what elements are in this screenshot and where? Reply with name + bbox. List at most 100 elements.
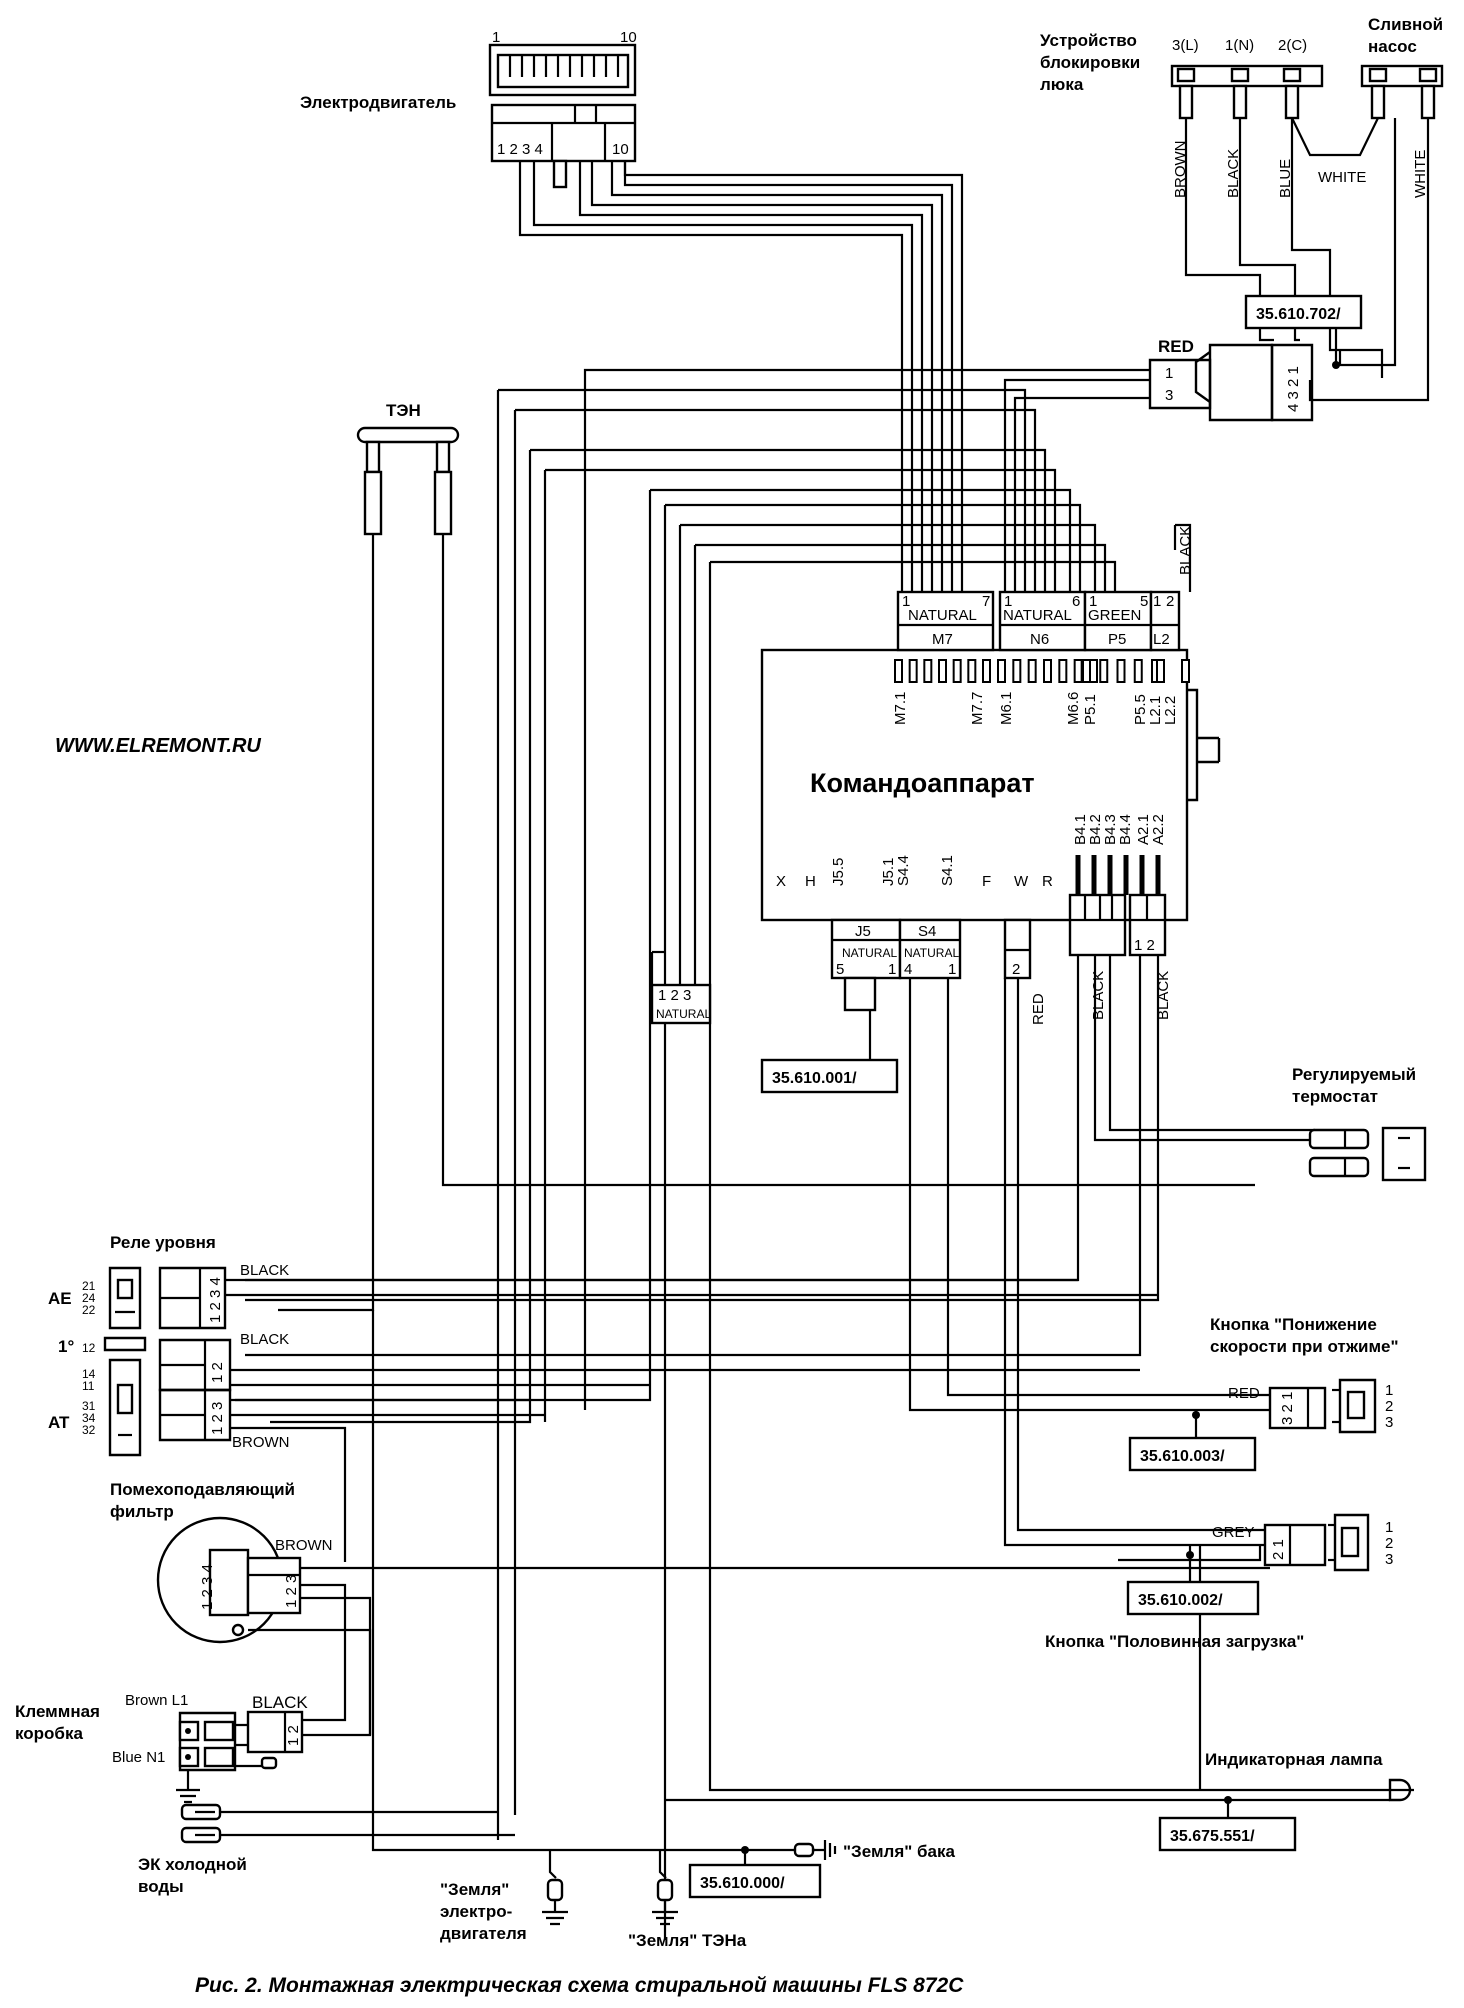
heater-label: ТЭН [386,401,421,420]
pin-label-f: F [982,873,991,890]
wire-label-grey: GREY [1212,1524,1255,1541]
controller: Командоаппарат [760,648,1221,922]
svg-text:1: 1 [1004,593,1012,610]
controller-pin-slot [1012,659,1022,683]
connector-pin-1: 1 [1165,365,1173,382]
grounds: 35.610.000/ "Земля" бака "Земля" электро… [371,1310,955,1950]
motor-pin-last: 10 [620,29,637,46]
svg-text:24: 24 [82,1291,96,1305]
svg-text:1: 1 [1089,593,1097,610]
level-relay-at: AT [48,1413,70,1432]
svg-text:11: 11 [82,1379,95,1393]
spin-button-pins: 3 2 1 [1279,1392,1296,1425]
half-load-pins: 2 1 [1270,1539,1287,1560]
pin-label-w: W [1014,873,1029,890]
heater: ТЭН [356,401,460,536]
svg-text:1 2 3 4: 1 2 3 4 [199,1564,216,1610]
svg-text:2: 2 [1385,1535,1393,1552]
pin-label-p55: P5.5 [1132,694,1149,725]
pin-label-b43: B4.3 [1102,814,1119,845]
svg-text:6: 6 [1072,593,1080,610]
door-lock-label-3: люка [1040,75,1084,94]
wire-label-red-top: RED [1158,337,1194,356]
controller-pin-slot [1027,659,1037,683]
wire-label-black-terminal: BLACK [252,1693,308,1712]
connector-pins-right: 4 3 2 1 [1285,366,1302,412]
svg-text:7: 7 [982,593,990,610]
motor-pins-right: 10 [612,141,629,158]
code-door-filter: 35.610.702/ [1256,306,1341,323]
svg-text:1 2 3: 1 2 3 [209,1402,226,1435]
thermostat: Регулируемый термостат [1292,1065,1427,1182]
ground-motor-label-3: двигателя [440,1924,527,1943]
svg-text:1: 1 [888,961,896,978]
svg-text:P5: P5 [1108,631,1126,648]
svg-text:1: 1 [1153,593,1161,610]
half-load-label: Кнопка "Половинная загрузка" [1045,1632,1304,1651]
connector-pin-3: 3 [1165,387,1173,404]
controller-pin-slot [1089,659,1098,683]
pin-label-b41: B4.1 [1072,814,1089,845]
pin-label-p51: P5.1 [1082,694,1099,725]
wire-label-black-b4: BLACK [1090,971,1107,1020]
pin-label-h: H [805,873,816,890]
svg-text:M7: M7 [932,631,953,648]
terminal-box-label-2: коробка [15,1724,83,1743]
valve-label-2: воды [138,1877,184,1896]
connector-a2-pins: 1 2 [1134,937,1155,954]
drain-pump-label-1: Сливной [1368,15,1443,34]
pin-label-l22: L2.2 [1162,696,1179,725]
motor-wires [518,161,964,592]
controller-pin-slot [1058,659,1068,683]
pin-label-a22: A2.2 [1150,814,1167,845]
door-pump-wires [1184,117,1430,402]
code-ground: 35.610.000/ [700,1875,785,1892]
svg-text:GREEN: GREEN [1088,607,1141,624]
controller-pin-slot [1116,659,1126,683]
pin-label-m61: M6.1 [998,692,1015,725]
controller-pin-slot [908,659,918,683]
svg-text:1: 1 [1385,1382,1393,1399]
pin-label-b42: B4.2 [1087,814,1104,845]
svg-text:1 2: 1 2 [285,1725,302,1746]
terminal-box: Клеммная коробка Brown L1 Blue N1 BLACK … [15,1692,308,1804]
door-pump-connector: 1 3 4 3 2 1 RED [1148,337,1314,422]
motor-tab [552,159,568,189]
wire-label-white-pump-2: WHITE [1412,150,1429,198]
junction-123: 1 2 3 NATURAL [650,950,711,1025]
pin-label-a21: A2.1 [1135,814,1152,845]
indicator-lamp: Индикаторная лампа 35.675.551/ [665,1750,1412,1852]
pin-label-s44: S4.4 [895,855,912,886]
controller-pin-slot [923,659,933,683]
svg-text:NATURAL: NATURAL [1003,607,1072,624]
pin-label-j55: J5.5 [830,858,847,886]
valve-label-1: ЭК холодной [138,1855,247,1874]
code-box-door-filter [1244,294,1363,330]
svg-text:21: 21 [82,1279,96,1293]
svg-text:1: 1 [902,593,910,610]
svg-text:1 2 3: 1 2 3 [283,1575,300,1608]
controller-pin-slot [967,659,977,683]
svg-text:14: 14 [82,1367,96,1381]
ground-motor-label-2: электро- [440,1902,512,1921]
connector-w-pin: 2 [1012,961,1020,978]
terminal-n1: Blue N1 [112,1749,165,1766]
level-relay: Реле уровня AE 1° AT 21 24 22 12 14 11 3… [48,1233,1158,1562]
pin-label-r: R [1042,873,1053,890]
junction-dot-door [1332,361,1340,369]
svg-text:3: 3 [1385,1551,1393,1568]
svg-text:5: 5 [1140,593,1148,610]
wire-label-black-l2: BLACK [1177,526,1194,575]
wire-label-black-a2: BLACK [1155,971,1172,1020]
pin-label-l21: L2.1 [1147,696,1164,725]
door-lock-pin-l: 3(L) [1172,37,1199,54]
code-lamp: 35.675.551/ [1170,1828,1255,1845]
svg-text:32: 32 [82,1423,96,1437]
svg-text:22: 22 [82,1303,96,1317]
connector-j5: J5 NATURAL 5 1 [830,918,902,980]
controller-pin-slot [938,659,947,683]
svg-text:1: 1 [1385,1519,1393,1536]
code-j5: 35.610.001/ [772,1070,857,1087]
spin-button-label-1: Кнопка "Понижение [1210,1315,1377,1334]
